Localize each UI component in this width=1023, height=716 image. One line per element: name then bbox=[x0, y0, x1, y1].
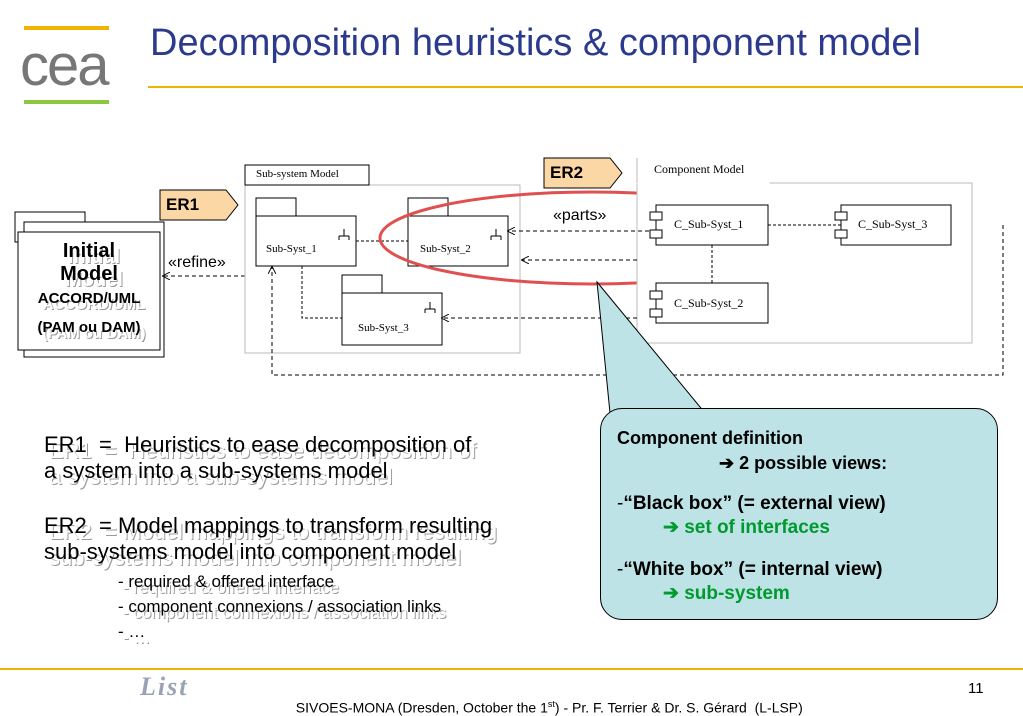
footer-text-sup: st bbox=[547, 699, 555, 709]
refine-label: «refine» bbox=[168, 254, 226, 271]
logo-top-bar bbox=[24, 26, 109, 30]
er1-tag-label: ER1 bbox=[166, 195, 200, 214]
initial-model-line4: (PAM ou DAM) bbox=[37, 319, 141, 336]
sub-syst-1-label: Sub-Syst_1 bbox=[266, 243, 317, 255]
white-box-dash: - bbox=[617, 559, 624, 580]
list-logo: List bbox=[140, 672, 189, 701]
er1-tag-shape bbox=[159, 189, 239, 221]
subsystem-model-title-box bbox=[244, 164, 370, 186]
logo-bottom-bar bbox=[24, 100, 109, 104]
page-number: 11 bbox=[968, 680, 984, 697]
page-title: Decomposition heuristics & component mod… bbox=[150, 22, 921, 64]
er2-line1: ER2 = Model mappings to transform result… bbox=[44, 513, 493, 538]
parts-label: «parts» bbox=[553, 207, 607, 224]
logo-text: cea bbox=[20, 33, 110, 98]
c-sub-syst-2-box bbox=[655, 282, 769, 324]
footer-rule bbox=[0, 668, 1023, 670]
er1-line1: ER1 = Heuristics to ease decomposition o… bbox=[44, 432, 472, 457]
bullet-2: - component connexions / association lin… bbox=[118, 597, 442, 616]
black-box-result: set of interfaces bbox=[684, 517, 830, 538]
sub-syst-3-label: Sub-Syst_3 bbox=[358, 322, 409, 334]
cea-logo: cea bbox=[18, 20, 113, 110]
footer-text: SIVOES-MONA (Dresden, October the 1st) -… bbox=[288, 683, 803, 716]
initial-model-line2: Model bbox=[60, 263, 118, 285]
black-box-arrow-icon: ➔ bbox=[663, 517, 679, 538]
bullet-1: - required & offered interface bbox=[118, 572, 335, 591]
white-box-arrow-icon: ➔ bbox=[663, 583, 679, 604]
er2-line2: sub-systems model into component model bbox=[44, 539, 457, 564]
c-sub-syst-3-label: C_Sub-Syst_3 bbox=[858, 217, 928, 231]
er1-line2: a system into a sub-systems model bbox=[44, 458, 388, 483]
sub-syst-2-box bbox=[407, 215, 509, 267]
white-box-label: “White box” (= internal view) bbox=[623, 559, 883, 580]
black-box-line: -“Black box” (= external view) bbox=[617, 491, 886, 516]
white-box-result: sub-system bbox=[684, 583, 790, 604]
callout-views: 2 possible views: bbox=[739, 453, 888, 473]
initial-model-line1: Initial bbox=[62, 240, 116, 262]
decomposition-diagram bbox=[14, 157, 1004, 376]
sub-syst-2-label: Sub-Syst_2 bbox=[420, 243, 471, 255]
callout-title: Component definition bbox=[617, 428, 803, 448]
initial-model-line3: ACCORD/UML bbox=[37, 290, 141, 307]
initial-model-label: Initial Model ACCORD/UML (PAM ou DAM) bbox=[18, 240, 160, 344]
bullet-3: - … bbox=[118, 622, 146, 641]
component-model-title: Component Model bbox=[654, 162, 745, 176]
callout-views-line: ➔ 2 possible views: bbox=[719, 451, 887, 476]
black-box-dash: - bbox=[617, 493, 624, 514]
component-definition-callout: Component definition ➔ 2 possible views:… bbox=[600, 408, 998, 620]
black-box-result-line: ➔ set of interfaces bbox=[663, 515, 830, 540]
c-sub-syst-1-label: C_Sub-Syst_1 bbox=[674, 217, 744, 231]
c-sub-syst-2-label: C_Sub-Syst_2 bbox=[674, 296, 744, 310]
sub-syst-3-box bbox=[341, 292, 443, 346]
black-box-label: “Black box” (= external view) bbox=[623, 493, 886, 514]
er2-tag-shape bbox=[543, 157, 623, 189]
white-box-line: -“White box” (= internal view) bbox=[617, 557, 883, 582]
white-box-result-line: ➔ sub-system bbox=[663, 581, 790, 606]
callout-arrow-icon: ➔ bbox=[719, 453, 735, 473]
title-underline bbox=[148, 86, 1023, 88]
initial-model-box bbox=[14, 211, 165, 358]
subsystem-model-title: Sub-system Model bbox=[256, 168, 339, 180]
er2-tag-label: ER2 bbox=[550, 163, 584, 182]
